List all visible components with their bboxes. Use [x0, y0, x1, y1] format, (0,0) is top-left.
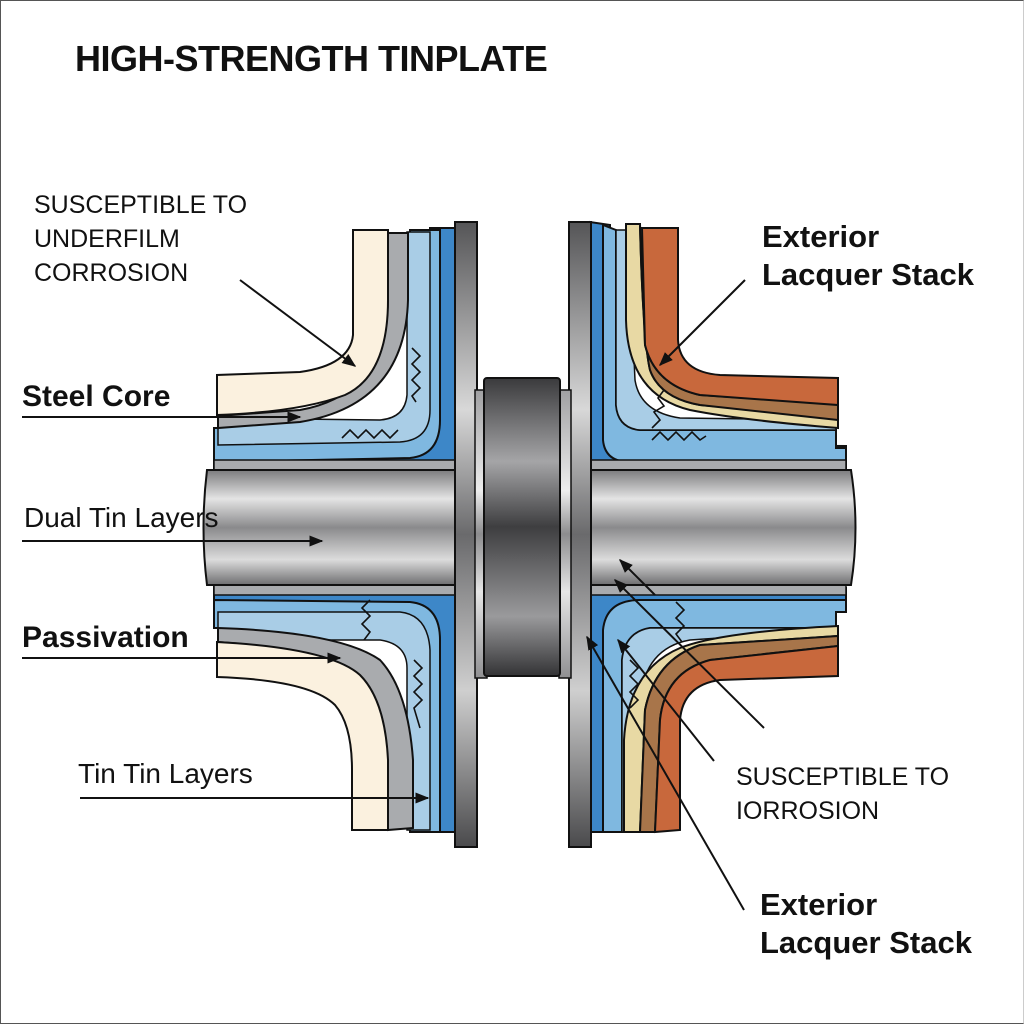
corrosion-leader-3: [619, 559, 656, 596]
corrosion-zigzag: [674, 601, 686, 643]
page-title: HIGH-STRENGTH TINPLATE: [75, 38, 548, 79]
label-steel-core: Steel Core: [22, 380, 171, 413]
right-upper-layers: [589, 220, 847, 469]
label-exterior-lacquer-bottom: Exterior Lacquer Stack: [760, 886, 972, 962]
orange-layer: [640, 227, 839, 407]
left-upper-layers: [213, 227, 456, 469]
label-line: SUSCEPTIBLE TO: [736, 763, 950, 791]
label-exterior-lacquer-top: Exterior Lacquer Stack: [762, 218, 974, 294]
orange-layer: [653, 644, 839, 834]
corrosion-leader-1: [614, 579, 765, 729]
left-shaft: [202, 469, 457, 586]
corrosion-leader-2: [617, 638, 715, 762]
exterior-bottom-leader: [586, 635, 745, 911]
label-line: IORROSION: [736, 797, 880, 825]
central-hub: [483, 377, 561, 677]
corrosion-zigzag: [651, 430, 707, 442]
label-line: UNDERFILM: [34, 225, 180, 253]
left-plate: [454, 221, 478, 848]
left-lower-layers: [213, 584, 456, 833]
shaft-seat: [589, 459, 847, 471]
label-line: Lacquer Stack: [760, 925, 972, 960]
corrosion-zigzag: [628, 659, 640, 709]
label-passivation: Passivation: [22, 621, 189, 654]
corrosion-zigzag: [651, 389, 666, 429]
label-tin-tin-layers: Tin Tin Layers: [78, 758, 253, 789]
label-line: Exterior: [760, 887, 878, 922]
right-shaft: [589, 469, 857, 586]
corrosion-zigzag: [360, 599, 372, 641]
right-plate: [568, 221, 592, 848]
corrosion-zigzag: [412, 659, 424, 729]
exterior-top-leader: [659, 279, 746, 366]
underfilm-leader: [239, 279, 357, 367]
label-susceptible-corrosion: SUSCEPTIBLE TO IORROSION: [736, 760, 949, 828]
label-line: SUSCEPTIBLE TO: [34, 191, 248, 219]
label-dual-tin-layers: Dual Tin Layers: [24, 502, 219, 533]
leader-lines: [22, 279, 765, 911]
label-line: CORROSION: [34, 259, 189, 287]
shaft-seat: [213, 459, 457, 471]
corrosion-zigzag: [410, 347, 422, 403]
corrosion-zigzag: [341, 428, 399, 440]
label-underfilm-corrosion: SUSCEPTIBLE TO UNDERFILM CORROSION: [34, 188, 247, 290]
shaft-assembly: [202, 221, 857, 848]
label-line: Lacquer Stack: [762, 257, 974, 292]
label-line: Exterior: [762, 219, 880, 254]
shaft-seat: [213, 584, 457, 596]
